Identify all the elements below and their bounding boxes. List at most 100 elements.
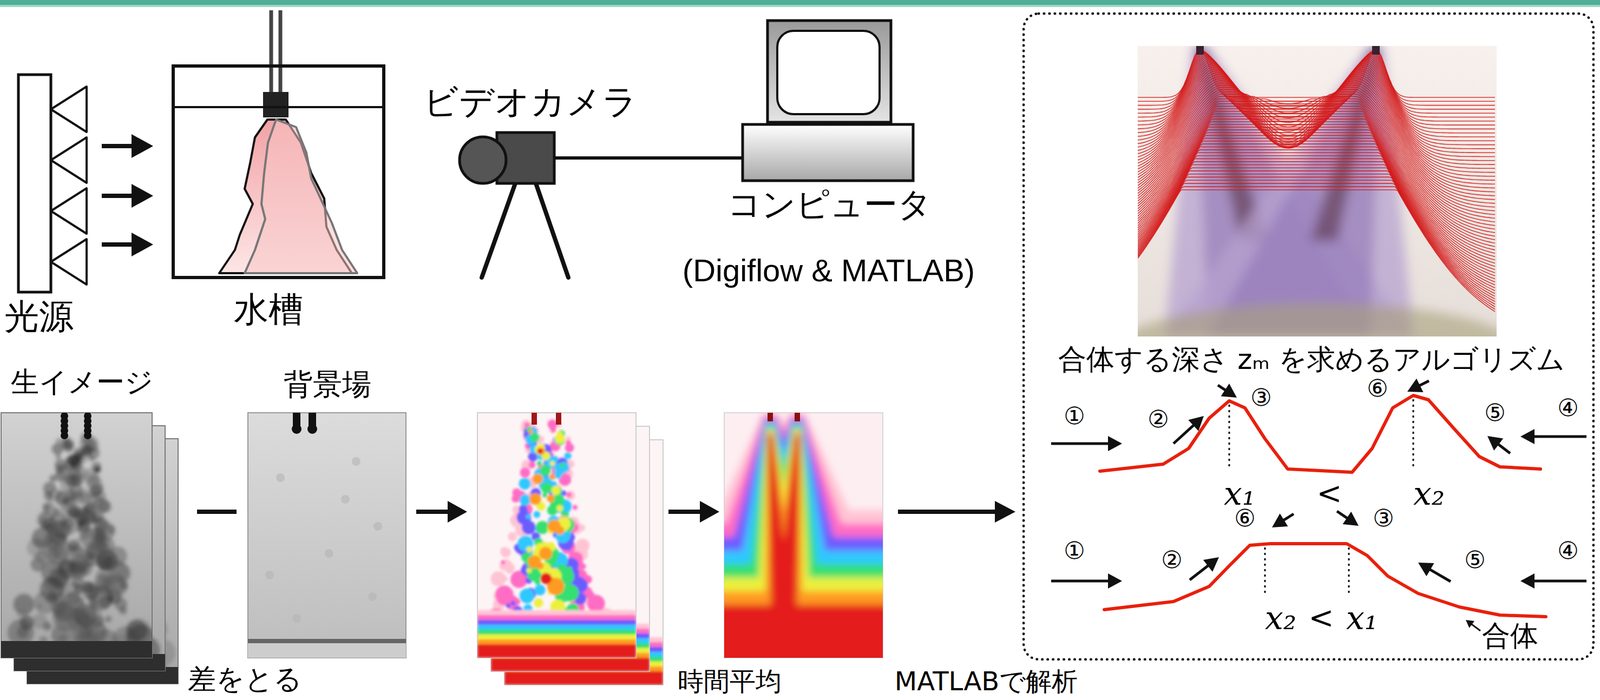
drawing-part: [477, 630, 636, 659]
minus-sign: [197, 509, 237, 515]
drawing-part: [1310, 46, 1380, 241]
drawing-part: [504, 564, 515, 575]
drawing-part: [1137, 119, 1495, 240]
drawing-part: [534, 579, 541, 586]
drawing-part: [324, 549, 334, 559]
drawing-part: [540, 573, 552, 585]
drawing-part: [1137, 111, 1495, 230]
drawing-part: [61, 437, 71, 448]
drawing-part: [477, 644, 636, 659]
drawing-part: [529, 567, 540, 578]
drawing-part: [516, 510, 532, 526]
drawing-part: [265, 571, 274, 580]
drawing-part: [794, 412, 800, 422]
drawing-part: [36, 546, 56, 566]
drawing-part: [71, 575, 85, 589]
drawing-part: [555, 526, 565, 536]
drawing-part: [554, 495, 563, 504]
drawing-part: [94, 467, 101, 474]
drawing-part: [724, 578, 883, 659]
drawing-part: [539, 464, 551, 476]
drawing-part: [767, 412, 773, 422]
drawing-part: [564, 512, 569, 517]
drawing-part: [1137, 303, 1497, 337]
drawing-part: [75, 597, 84, 606]
drawing-part: [60, 431, 69, 440]
background-image: [247, 412, 406, 659]
drawing-part: [247, 639, 406, 644]
drawing-part: [477, 620, 636, 659]
drawing-part: [511, 494, 520, 503]
raw-image-stack: [1, 412, 179, 685]
drawing-part: [477, 412, 636, 659]
drawing-part: [565, 490, 575, 501]
drawing-part: [490, 658, 650, 672]
drawing-part: [1137, 46, 1497, 337]
drawing-part: [477, 639, 636, 659]
drawing-part: [31, 613, 48, 630]
drawing-part: [477, 412, 636, 659]
drawing-part: [588, 592, 595, 599]
drawing-part: [531, 412, 537, 425]
drawing-part: [60, 503, 79, 522]
drawing-part: [724, 605, 883, 659]
drawing-part: [1137, 114, 1495, 234]
drawing-part: [533, 598, 543, 608]
drawing-part: [1164, 46, 1414, 337]
water-tank-drawing: [173, 10, 384, 278]
drawing-part: [247, 412, 406, 659]
drawing-part: [500, 547, 509, 556]
drawing-part: [500, 560, 506, 565]
drawing-part: [534, 585, 546, 596]
drawing-part: [504, 671, 664, 686]
drawing-part: [496, 591, 511, 606]
drawing-part: [724, 591, 883, 659]
drawing-part: [93, 516, 109, 533]
drawing-part: [291, 424, 302, 435]
drawing-part: [556, 505, 563, 513]
drawing-part: [565, 443, 575, 453]
drawing-part: [477, 625, 636, 659]
drawing-part: [519, 477, 531, 490]
drawing-part: [477, 610, 636, 659]
drawing-part: [477, 634, 636, 659]
drawing-part: [86, 475, 103, 493]
drawing-part: [68, 507, 80, 518]
drawing-part: [292, 614, 301, 624]
drawing-part: [528, 461, 536, 469]
drawing-part: [528, 429, 534, 435]
drawing-part: [536, 448, 543, 454]
drawing-part: [539, 547, 553, 561]
drawing-part: [78, 492, 90, 504]
drawing-part: [1137, 87, 1495, 192]
time-average-image: [651, 412, 917, 670]
drawing-part: [555, 412, 562, 425]
drawing-part: [526, 546, 533, 553]
drawing-part: [1, 641, 153, 659]
drawing-part: [526, 567, 532, 574]
drawing-part: [1164, 46, 1414, 337]
drawing-part: [572, 505, 578, 510]
drawing-part: [47, 496, 54, 503]
drawing-part: [276, 473, 285, 483]
drawing-part: [576, 598, 581, 603]
drawing-part: [547, 505, 558, 516]
drawing-part: [490, 571, 507, 587]
drawing-part: [519, 494, 531, 507]
drawing-part: [532, 474, 543, 485]
drawing-part: [1137, 46, 1497, 337]
drawing-part: [548, 422, 557, 431]
drawing-part: [507, 532, 517, 542]
drawing-part: [33, 591, 57, 615]
drawing-part: [699, 501, 720, 523]
drawing-part: [73, 564, 84, 576]
drawing-part: [61, 497, 70, 506]
drawing-part: [54, 470, 67, 483]
drawing-part: [529, 493, 542, 506]
drawing-part: [447, 501, 468, 523]
profile-lines: [1137, 49, 1495, 312]
drawing-part: [7, 432, 153, 655]
drawing-part: [527, 555, 541, 569]
drawing-part: [560, 463, 566, 469]
drawing-part: [551, 486, 561, 496]
